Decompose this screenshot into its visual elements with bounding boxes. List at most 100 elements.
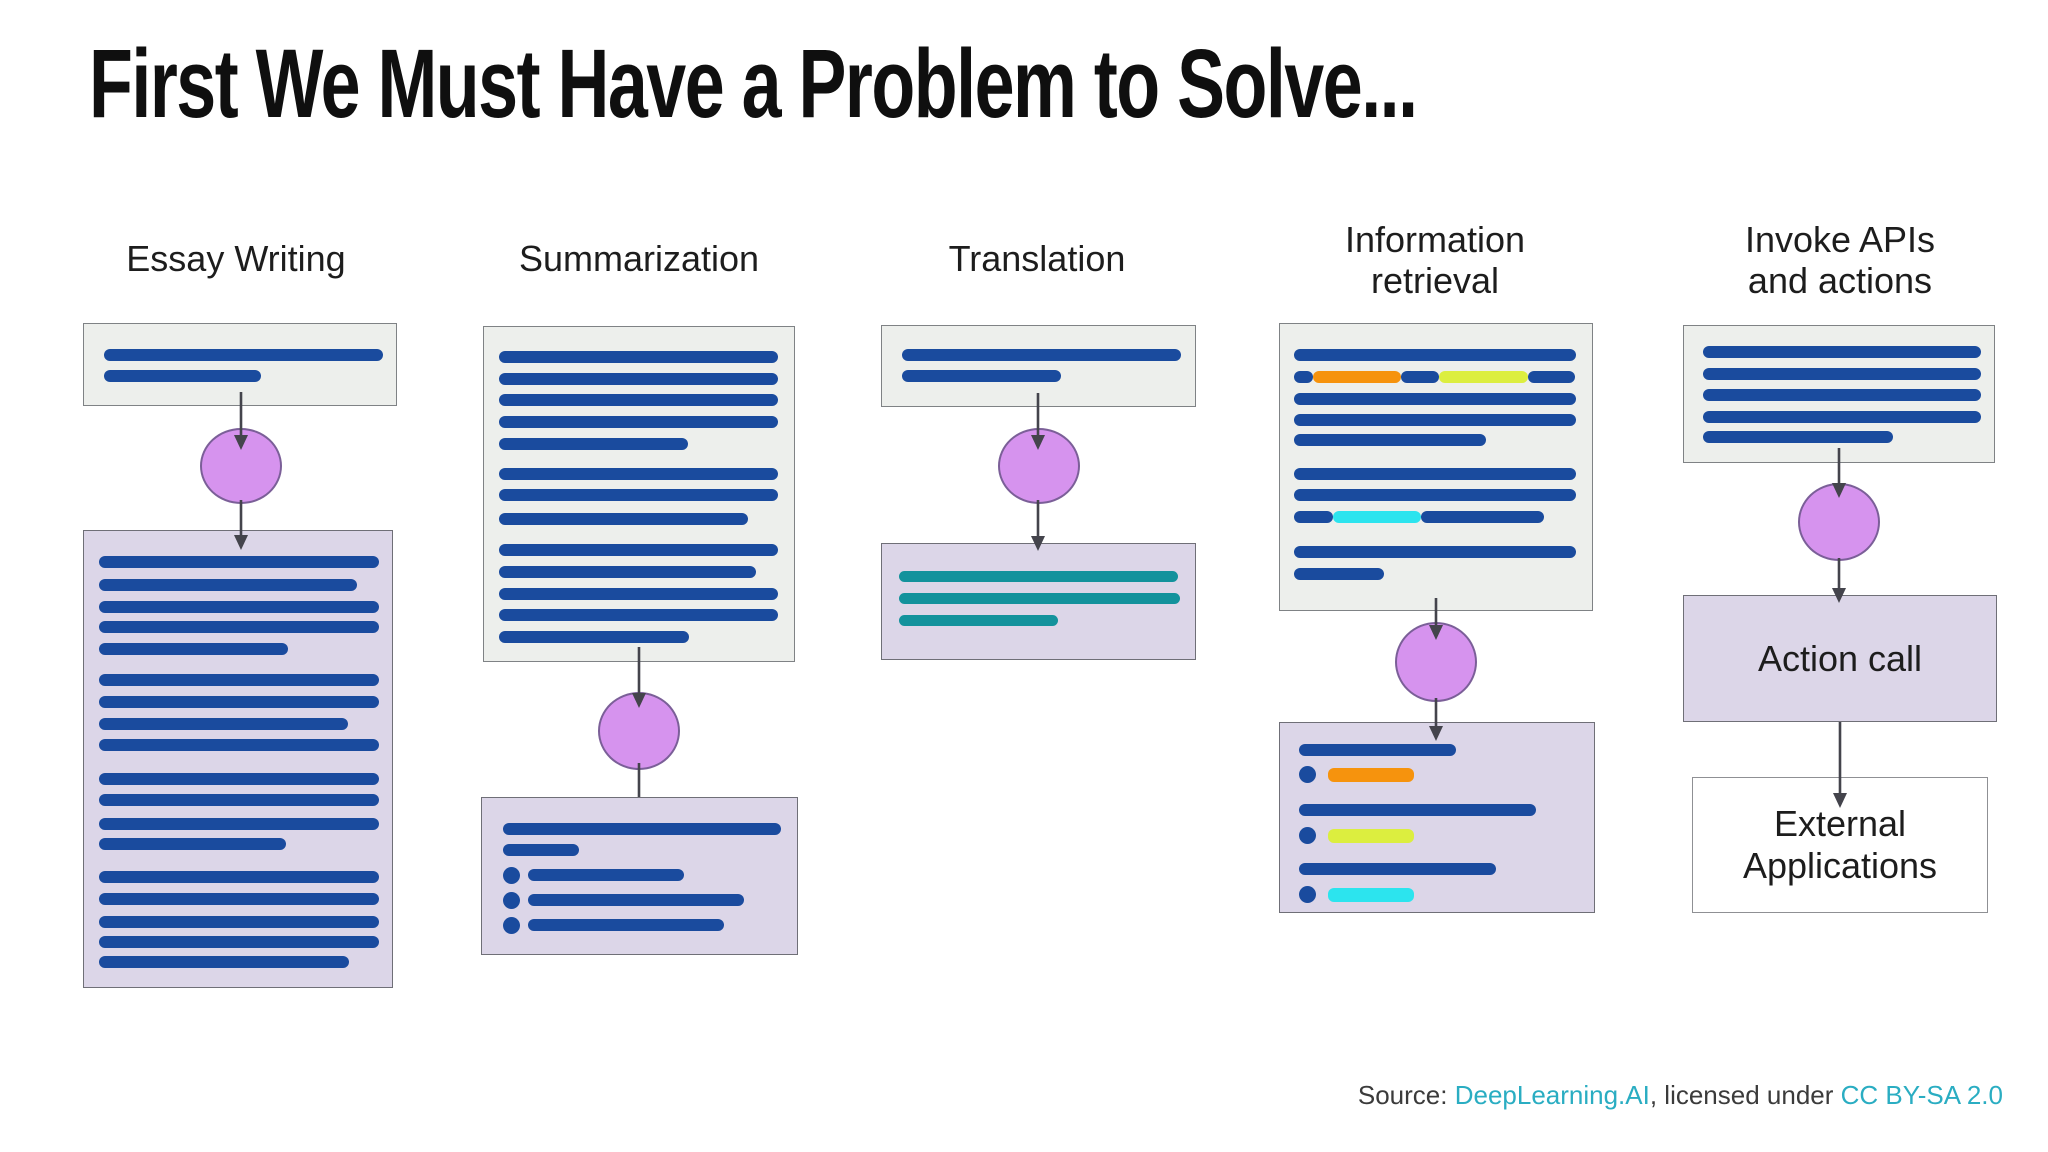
flow-arrow [234,500,248,550]
flow-arrow [1031,500,1045,551]
text-line-bar [99,674,379,686]
text-line-bar [1299,804,1536,816]
text-line-bar [99,838,286,850]
column-header-translation: Translation [948,238,1126,279]
license-text: , licensed under [1649,1080,1841,1110]
text-line-bar [1421,511,1544,523]
text-line-bar [1528,371,1575,383]
column-header-invoke-apis: Invoke APIs and actions [1744,219,1936,301]
text-line-bar [99,556,379,568]
text-line-bar [902,370,1061,382]
cc-by-sa-link[interactable]: CC BY-SA 2.0 [1840,1080,2003,1110]
text-line-bar [99,893,379,905]
text-line-bar [503,823,781,835]
text-line-bar [1294,414,1576,426]
column-header-summarization: Summarization [518,238,760,279]
text-line-bar [902,349,1181,361]
text-line-bar [499,394,778,406]
bullet-dot [1299,766,1316,783]
text-line-bar [503,844,579,856]
summary-output-box [481,797,798,955]
text-line-bar [528,919,724,931]
text-line-bar [499,351,778,363]
text-line-bar [499,416,778,428]
text-line-bar [1703,389,1981,401]
text-line-bar [499,513,748,525]
text-line-bar [1328,888,1414,902]
text-line-bar [1439,371,1528,383]
flow-arrow [637,763,641,797]
external-applications-box-label: External Applications [1742,803,1938,886]
text-line-bar [1294,434,1486,446]
text-line-bar [99,773,379,785]
text-line-bar [1703,346,1981,358]
text-line-bar [499,609,778,621]
text-line-bar [1313,371,1401,383]
text-line-bar [899,571,1178,582]
text-line-bar [99,696,379,708]
translation-output-box [881,543,1196,660]
action-call-box: Action call [1683,595,1997,722]
flow-arrow [1832,558,1846,603]
text-line-bar [99,739,379,751]
text-line-bar [528,894,744,906]
text-line-bar [99,718,348,730]
bullet-dot [503,917,520,934]
text-line-bar [528,869,684,881]
text-line-bar [499,566,756,578]
text-line-bar [1294,568,1384,580]
text-line-bar [1294,468,1576,480]
text-line-bar [1294,349,1576,361]
text-line-bar [99,936,379,948]
retrieval-results-box [1279,722,1595,913]
text-line-bar [99,621,379,633]
text-line-bar [1703,431,1893,443]
bullet-dot [1299,827,1316,844]
text-line-bar [1703,368,1981,380]
text-line-bar [499,588,778,600]
text-line-bar [499,489,778,501]
source-label: Source: [1357,1080,1455,1110]
deeplearning-ai-link[interactable]: DeepLearning.AI [1454,1080,1650,1110]
text-line-bar [1401,371,1439,383]
flow-arrow [632,647,646,708]
text-line-bar [899,593,1180,604]
text-line-bar [104,370,261,382]
essay-output-box [83,530,393,988]
column-header-information-retrieval: Information retrieval [1344,219,1526,301]
text-line-bar [499,631,689,643]
llm-circle [1395,622,1477,702]
text-line-bar [1294,393,1576,405]
text-line-bar [1333,511,1421,523]
essay-prompt-box [83,323,397,406]
text-line-bar [1294,511,1333,523]
text-line-bar [1299,744,1456,756]
text-line-bar [99,916,379,928]
text-line-bar [104,349,383,361]
text-line-bar [99,579,357,591]
text-line-bar [99,794,379,806]
flow-arrow [1031,393,1045,450]
flow-arrow [234,392,248,450]
flow-arrow [1833,722,1847,808]
column-header-essay-writing: Essay Writing [126,238,346,279]
bullet-dot [1299,886,1316,903]
api-prompt-box [1683,325,1995,463]
text-line-bar [499,438,688,450]
attribution: Source: DeepLearning.AI, licensed under … [1358,1080,2003,1111]
action-call-box-label: Action call [1757,637,1923,679]
text-line-bar [1703,411,1981,423]
text-line-bar [1299,863,1496,875]
summarization-document-box [483,326,795,662]
text-line-bar [1328,768,1414,782]
text-line-bar [899,615,1058,626]
text-line-bar [1294,546,1576,558]
text-line-bar [99,871,379,883]
text-line-bar [99,818,379,830]
llm-circle [1798,483,1880,561]
bullet-dot [503,867,520,884]
text-line-bar [499,468,778,480]
flow-arrow [1832,448,1846,498]
retrieval-document-box [1279,323,1593,611]
